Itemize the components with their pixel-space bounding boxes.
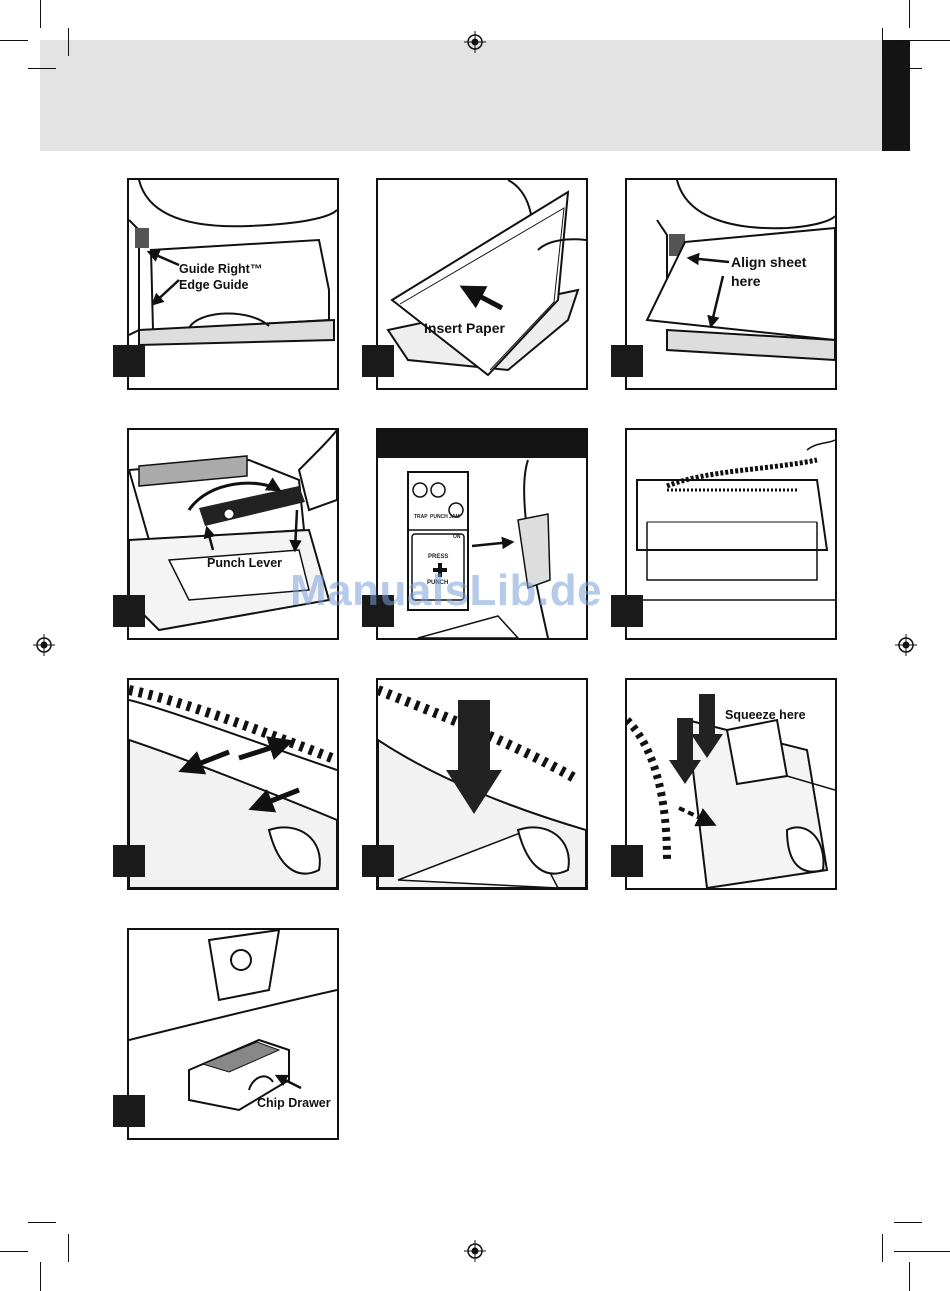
step-number-box (362, 345, 394, 377)
control-label: PUNCH JAM (430, 514, 460, 520)
callout-label: Chip Drawer (257, 1096, 331, 1111)
crop-mark (909, 0, 910, 28)
registration-mark-icon (33, 634, 55, 656)
crop-mark (28, 68, 56, 69)
control-label: ON (453, 534, 461, 540)
binding-comb-illustration (627, 430, 835, 638)
step-panel-8 (376, 678, 588, 890)
step-panel-7 (127, 678, 339, 890)
step-panel-1: Guide Right™ Edge Guide (127, 178, 339, 390)
control-label: TRAP (414, 514, 428, 520)
crop-mark (894, 1222, 922, 1223)
step-panel-3: Align sheet here (625, 178, 837, 390)
crop-mark (40, 1262, 41, 1291)
callout-label: Align sheet (731, 254, 806, 271)
registration-mark-icon (464, 31, 486, 53)
step-panel-2: Insert Paper (376, 178, 588, 390)
callout-label: Squeeze here (725, 708, 806, 723)
step-panel-9: Squeeze here (625, 678, 837, 890)
crop-mark (909, 1262, 910, 1291)
header-band (40, 40, 882, 151)
callout-label: Insert Paper (424, 320, 505, 337)
crop-mark (68, 28, 69, 56)
insert-pages-on-comb-illustration (378, 680, 586, 888)
insert-paper-illustration (378, 180, 586, 388)
step-number-box (611, 345, 643, 377)
step-number-box (113, 1095, 145, 1127)
step-panel-6 (625, 428, 837, 640)
crop-mark (68, 1234, 69, 1262)
callout-label: Punch Lever (207, 556, 282, 571)
callout-label: Guide Right™ (179, 262, 262, 277)
crop-mark (894, 1251, 950, 1252)
step-number-box (362, 845, 394, 877)
open-comb-illustration (129, 680, 337, 888)
crop-mark (0, 40, 28, 41)
crop-mark (894, 40, 950, 41)
step-number-box (113, 595, 145, 627)
registration-mark-icon (464, 1240, 486, 1262)
crop-mark (882, 1234, 883, 1262)
crop-mark (0, 1251, 28, 1252)
step-number-box (113, 845, 145, 877)
step-number-box (611, 595, 643, 627)
watermark-text: ManualsLib.de (290, 566, 602, 616)
registration-mark-icon (895, 634, 917, 656)
control-label: PRESS (428, 554, 448, 560)
step-number-box (611, 845, 643, 877)
crop-mark (28, 1222, 56, 1223)
crop-mark (894, 68, 922, 69)
crop-mark (40, 0, 41, 28)
callout-label: here (731, 273, 761, 290)
crop-mark (882, 28, 883, 56)
callout-label: Edge Guide (179, 278, 248, 293)
step-panel-10: Chip Drawer (127, 928, 339, 1140)
step-number-box (113, 345, 145, 377)
section-edge-tab (882, 40, 910, 151)
